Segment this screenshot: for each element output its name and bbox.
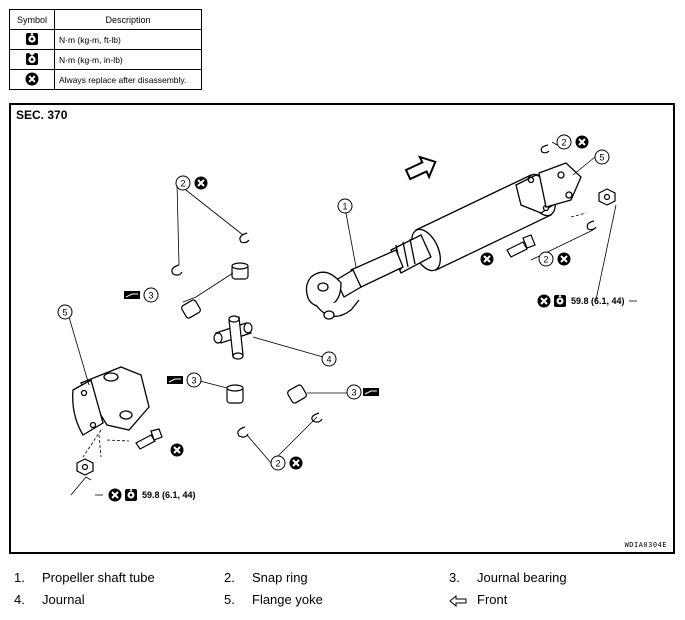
- rear-torque-spec: 59.8 (6.1, 44): [536, 293, 637, 309]
- svg-text:4: 4: [326, 355, 331, 365]
- callout-3-upper: 3: [123, 287, 159, 303]
- front-nut: [76, 458, 94, 476]
- callout-2-bottom: 2: [270, 455, 304, 471]
- svg-text:3: 3: [148, 291, 153, 301]
- front-arrow-icon: [404, 155, 437, 181]
- snap-rings: [171, 144, 597, 438]
- front-bolt-replace-icon: [169, 442, 185, 458]
- table-row: N·m (kg-m, ft-lb): [9, 29, 202, 50]
- svg-text:5: 5: [599, 153, 604, 163]
- svg-text:59.8 (6.1, 44): 59.8 (6.1, 44): [571, 296, 625, 306]
- legend-item: 4.Journal: [14, 592, 85, 607]
- propeller-shaft-tube: [305, 173, 560, 320]
- journal-bearings: [181, 262, 307, 404]
- torque-wrench-icon: [26, 31, 38, 45]
- leader-lines: [58, 141, 617, 496]
- callout-1: 1: [337, 198, 353, 214]
- table-description: N·m (kg-m, in-lb): [54, 49, 202, 70]
- callout-4: 4: [321, 351, 337, 367]
- table-header-symbol: Symbol: [9, 9, 55, 30]
- callout-5-rear: 5: [594, 149, 610, 165]
- callout-3-middle: 3: [166, 372, 202, 388]
- symbol-table: Symbol Description N·m (kg-m, ft-lb) N·m…: [9, 9, 202, 90]
- table-description: N·m (kg-m, ft-lb): [54, 29, 202, 50]
- callout-2-mid-right: 2: [479, 251, 572, 267]
- callout-2-top-right: 2: [556, 134, 590, 150]
- svg-text:2: 2: [543, 255, 548, 265]
- svg-text:2: 2: [275, 459, 280, 469]
- callout-2-upper-left: 2: [175, 175, 209, 191]
- svg-text:59.8 (6.1, 44): 59.8 (6.1, 44): [142, 490, 196, 500]
- exploded-view-figure: SEC. 370 WDIA0304E: [9, 103, 675, 554]
- front-bolt: [135, 428, 163, 450]
- svg-text:3: 3: [351, 388, 356, 398]
- torque-wrench-inlb-icon: [26, 52, 38, 65]
- legend-item: 2.Snap ring: [224, 570, 308, 585]
- section-label: SEC. 370: [16, 108, 68, 122]
- callout-3-right: 3: [346, 384, 380, 400]
- rear-bolt: [506, 234, 536, 258]
- table-row: Always replace after disassembly.: [9, 69, 202, 90]
- rear-nut: [598, 188, 616, 206]
- legend-item: Front: [449, 592, 507, 607]
- table-description: Always replace after disassembly.: [54, 69, 202, 90]
- flange-yoke-rear: [538, 162, 582, 208]
- journal-cross: [213, 315, 253, 360]
- figure-id: WDIA0304E: [624, 541, 667, 549]
- front-torque-spec: 59.8 (6.1, 44): [95, 487, 196, 503]
- svg-text:2: 2: [561, 138, 566, 148]
- diagram-canvas: 1 2 2 2 2 3 3: [57, 134, 637, 503]
- always-replace-icon: [25, 72, 39, 85]
- legend-item: 3.Journal bearing: [449, 570, 567, 585]
- svg-text:1: 1: [342, 202, 347, 212]
- svg-text:3: 3: [191, 376, 196, 386]
- svg-text:5: 5: [62, 308, 67, 318]
- callout-5-front: 5: [57, 304, 73, 320]
- svg-text:2: 2: [180, 179, 185, 189]
- table-header-description: Description: [54, 9, 202, 30]
- legend-item: 1.Propeller shaft tube: [14, 570, 155, 585]
- flange-yoke-front: [72, 366, 150, 436]
- table-row: N·m (kg-m, in-lb): [9, 49, 202, 70]
- legend-item: 5.Flange yoke: [224, 592, 323, 607]
- front-arrow-icon: [449, 594, 467, 607]
